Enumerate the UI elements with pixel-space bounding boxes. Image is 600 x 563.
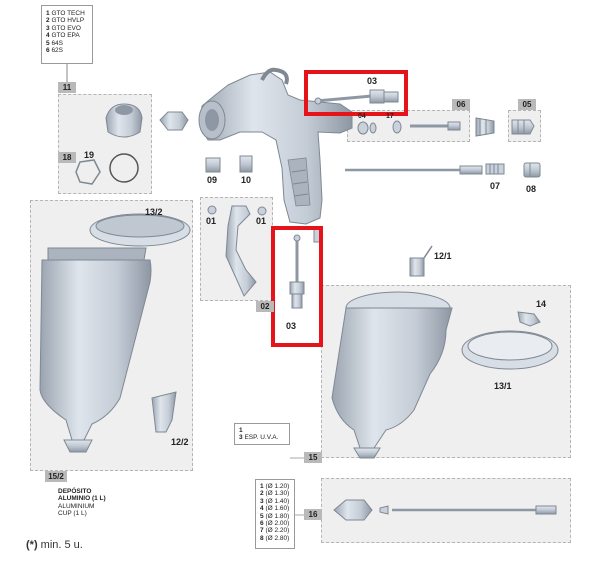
part-14-stopper [517, 311, 541, 327]
model-num: 6 [46, 47, 50, 55]
box16-name: (Ø 2.80) [265, 534, 290, 542]
label-12-1: 12/1 [434, 251, 452, 261]
spray-gun-body [198, 67, 353, 243]
label-07: 07 [490, 181, 501, 191]
part-07-spring [485, 163, 505, 175]
box16-num: 1 [260, 483, 264, 490]
box16-num: 4 [260, 505, 264, 513]
part-08-nut [523, 162, 541, 178]
box16-num: 3 [260, 497, 264, 505]
box15-name: ESP. U.V.A. [244, 434, 279, 442]
model-num: 3 [46, 24, 50, 32]
tag-02: 02 [256, 301, 274, 312]
label-10: 10 [241, 175, 252, 185]
label-01b: 01 [256, 216, 267, 226]
footnote-text: min. 5 u. [40, 539, 83, 551]
plastic-cup-right [331, 291, 453, 459]
model-legend-box: 1 GTO TECH 2 GTO HVLP 3 GTO EVO 4 GTO EP… [41, 5, 93, 64]
label-03-side: 03 [286, 321, 297, 331]
model-name: GTO EVO [51, 24, 81, 32]
box15-num: 3 [239, 434, 243, 442]
model-name: 62S [51, 47, 64, 55]
part-06-components [357, 117, 495, 137]
model-name: GTO EPA [51, 32, 80, 40]
part-13-1-lid-ring [461, 330, 559, 370]
box16-num: 8 [260, 534, 264, 542]
box-15: 1 3 ESP. U.V.A. [234, 423, 290, 445]
box16-name: (Ø 1.30) [265, 490, 290, 498]
box16-num: 2 [260, 490, 264, 498]
part-19-rings [75, 153, 139, 185]
part-10-plug [239, 155, 253, 173]
box16-name: (Ø 1.40) [265, 497, 290, 505]
part-03-needle-adjuster-side [289, 234, 305, 309]
part-02-trigger [207, 205, 267, 297]
aluminium-cup-left [39, 213, 191, 453]
cup-desc-line3: ALUMINIUM [58, 502, 95, 510]
label-12-2: 12/2 [171, 437, 189, 447]
box16-num: 7 [260, 527, 264, 535]
tag-15: 15 [304, 452, 322, 463]
box16-name: (Ø 2.00) [265, 520, 290, 528]
box15-num: 1 [239, 427, 243, 434]
box16-num: 5 [260, 512, 264, 520]
part-12-2-filter [151, 391, 177, 433]
label-03-top: 03 [367, 76, 378, 86]
box16-num: 6 [260, 520, 264, 528]
cup-desc-line1: DEPÓSITO [58, 488, 92, 495]
model-name: 64S [51, 39, 64, 47]
label-13-1: 13/1 [494, 381, 512, 391]
box-16: 1 (Ø 1.20) 2 (Ø 1.30) 3 (Ø 1.40) 4 (Ø 1.… [255, 479, 295, 549]
label-13-2: 13/2 [145, 207, 163, 217]
cup-desc-line4: CUP (1 L) [58, 510, 87, 518]
model-name: GTO HVLP [51, 17, 85, 25]
label-09: 09 [207, 175, 218, 185]
box-15-list: 1 3 ESP. U.V.A. [239, 427, 278, 442]
label-19: 19 [84, 150, 95, 160]
needle-long-right [345, 165, 483, 175]
model-name: GTO TECH [51, 10, 85, 17]
model-num: 5 [46, 39, 50, 47]
tag-18: 18 [58, 152, 76, 163]
part-03-needle-adjuster-top [314, 89, 399, 105]
tag-15-2: 15/2 [45, 471, 67, 482]
part-11-air-cap [105, 103, 189, 138]
tag-16: 16 [304, 509, 322, 520]
tag-11: 11 [58, 82, 76, 93]
box16-name: (Ø 1.20) [265, 483, 290, 490]
highlight-part-03-top [304, 70, 408, 116]
footnote: (*) min. 5 u. [26, 539, 83, 551]
cup-desc-line2: ALUMINIO (1 L) [58, 495, 106, 503]
box16-name: (Ø 1.80) [265, 512, 290, 520]
tag-06: 06 [452, 99, 470, 110]
part-12-1-filter [409, 245, 433, 277]
model-num: 1 [46, 10, 50, 17]
cup-description: DEPÓSITO ALUMINIO (1 L) ALUMINIUM CUP (1… [58, 488, 106, 518]
label-04: 04 [358, 113, 366, 120]
part-05-fitting [511, 119, 535, 135]
tag-05: 05 [518, 99, 536, 110]
model-num: 2 [46, 17, 50, 25]
box-16-list: 1 (Ø 1.20) 2 (Ø 1.30) 3 (Ø 1.40) 4 (Ø 1.… [260, 483, 289, 542]
label-14: 14 [536, 299, 547, 309]
model-num: 4 [46, 32, 50, 40]
label-08: 08 [526, 184, 537, 194]
label-01a: 01 [206, 216, 217, 226]
part-16-nozzle-set [333, 499, 557, 521]
box16-name: (Ø 1.60) [265, 505, 290, 513]
footnote-mark: (*) [26, 539, 38, 551]
label-17: 17 [386, 113, 394, 120]
box16-name: (Ø 2.20) [265, 527, 290, 535]
highlight-part-03-side [271, 226, 323, 347]
part-09-plug [205, 157, 221, 173]
model-legend-list: 1 GTO TECH 2 GTO HVLP 3 GTO EVO 4 GTO EP… [46, 10, 85, 54]
